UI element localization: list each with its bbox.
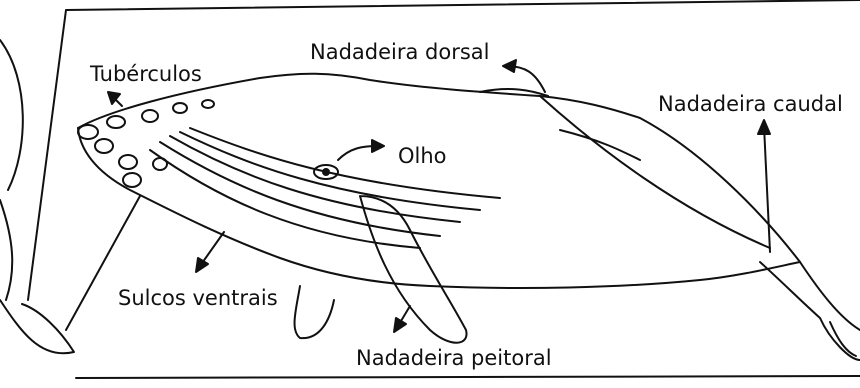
label-dorsal-fin: Nadadeira dorsal: [310, 42, 490, 63]
label-ventral-grooves: Sulcos ventrais: [118, 288, 278, 309]
left-sketch: [0, 40, 74, 353]
label-eye: Olho: [398, 146, 447, 167]
label-caudal-fin: Nadadeira caudal: [658, 94, 843, 115]
label-tubercles: Tubérculos: [90, 64, 202, 85]
back-crease: [540, 96, 770, 248]
label-pectoral-fin: Nadadeira peitoral: [356, 348, 552, 369]
tubercles: [78, 100, 214, 187]
pectoral-fin: [360, 196, 467, 343]
ventral-grooves: [150, 128, 500, 248]
